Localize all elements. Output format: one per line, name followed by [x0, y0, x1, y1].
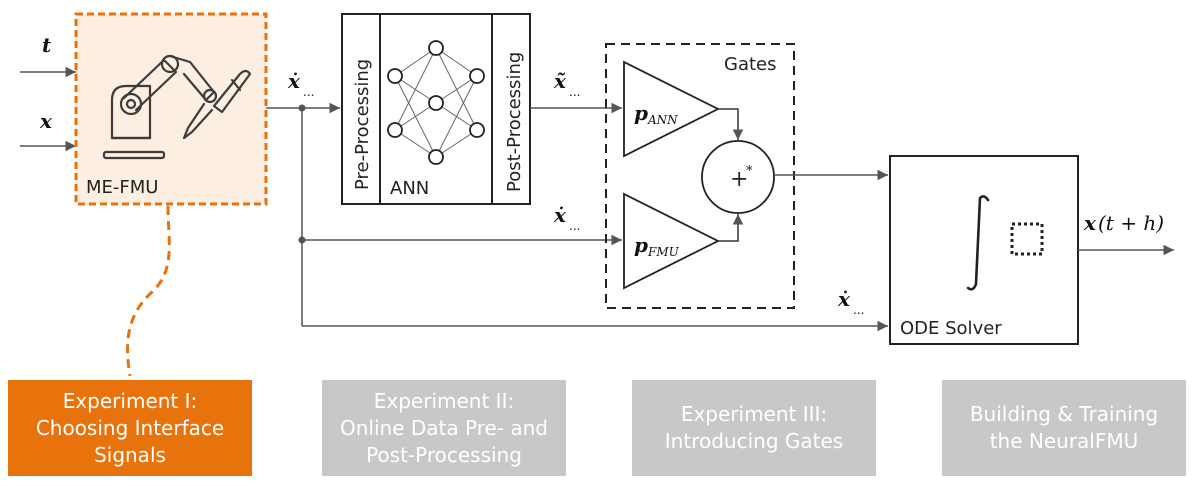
fmu-label: ME-FMU: [86, 177, 158, 198]
xtilde-dots: ...: [569, 85, 580, 99]
pann-to-sum-arrow: [718, 108, 744, 140]
output-args-label: (t + h): [1098, 211, 1164, 235]
experiment-4-box: Building & Training the NeuralFMU: [942, 380, 1186, 476]
xdot-label-middle: ẋ: [553, 203, 567, 227]
experiment-1-box: Experiment I: Choosing Interface Signals: [8, 380, 252, 476]
xtilde-label: x̃: [553, 69, 567, 93]
p-ann-subscript: ANN: [647, 113, 678, 127]
ode-solver-label: ODE Solver: [900, 318, 1002, 339]
robot-arm-icon: [102, 54, 252, 160]
integral-icon: [966, 195, 990, 291]
experiment-2-box: Experiment II: Online Data Pre- and Post…: [322, 380, 566, 476]
fmu-box: [74, 12, 268, 206]
input-t-label: t: [42, 33, 52, 57]
experiment-3-box: Experiment III: Introducing Gates: [632, 380, 876, 476]
gates-label: Gates: [724, 54, 777, 75]
xdot-label-bottom: ẋ: [837, 287, 851, 311]
input-x-label: x: [39, 109, 53, 133]
p-ann-symbol: p: [634, 101, 648, 125]
integrand-placeholder-icon: [1010, 222, 1044, 256]
sum-node: [701, 140, 775, 214]
p-fmu-symbol: p: [634, 233, 648, 257]
xdot-dots-middle: ...: [569, 219, 580, 233]
output-x-label: x: [1083, 211, 1097, 235]
pre-processing-label: Pre-Processing: [352, 59, 373, 190]
pfmu-to-sum-arrow: [718, 214, 744, 242]
sum-superscript: *: [746, 164, 753, 179]
post-processing-label: Post-Processing: [504, 52, 525, 192]
p-ann-gain: [623, 60, 721, 158]
experiment-1-connector: [126, 205, 171, 377]
gates-box: [605, 43, 795, 309]
neural-network-icon: [394, 47, 478, 158]
xdot-dots-bottom: ...: [853, 303, 864, 317]
ode-solver-box: [889, 155, 1079, 345]
ann-label: ANN: [390, 178, 429, 199]
xdot-label-top: ẋ: [287, 69, 301, 93]
neural-network-nodes: [387, 40, 485, 165]
xdot-dots-top: ...: [303, 85, 314, 99]
sum-symbol: +: [730, 167, 748, 192]
p-fmu-subscript: FMU: [647, 245, 680, 259]
p-fmu-gain: [623, 192, 721, 290]
